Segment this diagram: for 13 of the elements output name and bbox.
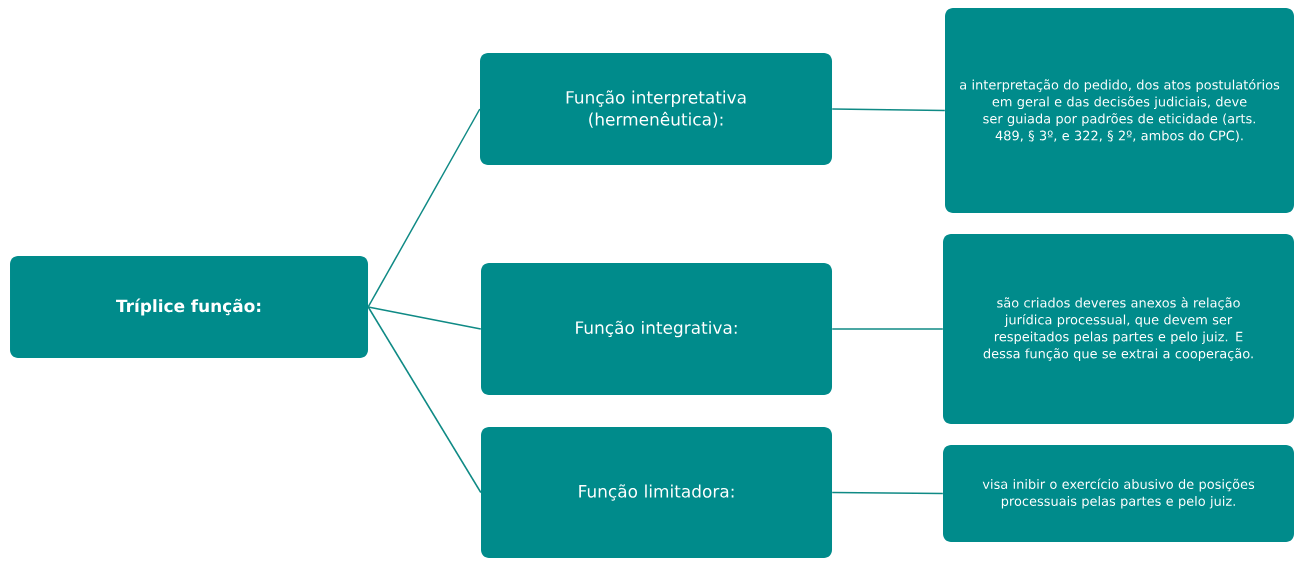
process-box: Função limitadora: xyxy=(481,427,832,558)
connector-line xyxy=(831,328,944,330)
process-box: a interpretação do pedido, dos atos postulatórios em geral e das decisões judiciais, deve ser guiada por padrões de eticidade (arts. 489, § 3º, e 322, § 2º, ambos do CPC). xyxy=(945,8,1294,213)
process-box: Tríplice função: xyxy=(10,256,368,358)
connector-line xyxy=(367,306,482,494)
connector-line xyxy=(367,108,481,308)
connector-line xyxy=(367,306,482,330)
process-box: são criados deveres anexos à relação jurídica processual, que devem ser respeitados pelas partes e pelo juiz. E dessa função que se extrai a cooperação. xyxy=(943,234,1294,424)
process-box: Função interpretativa (hermenêutica): xyxy=(480,53,832,165)
connector-line xyxy=(831,108,946,112)
process-box: Função integrativa: xyxy=(481,263,832,395)
process-box: visa inibir o exercício abusivo de posições processuais pelas partes e pelo juiz. xyxy=(943,445,1294,542)
connector-line xyxy=(831,491,944,495)
